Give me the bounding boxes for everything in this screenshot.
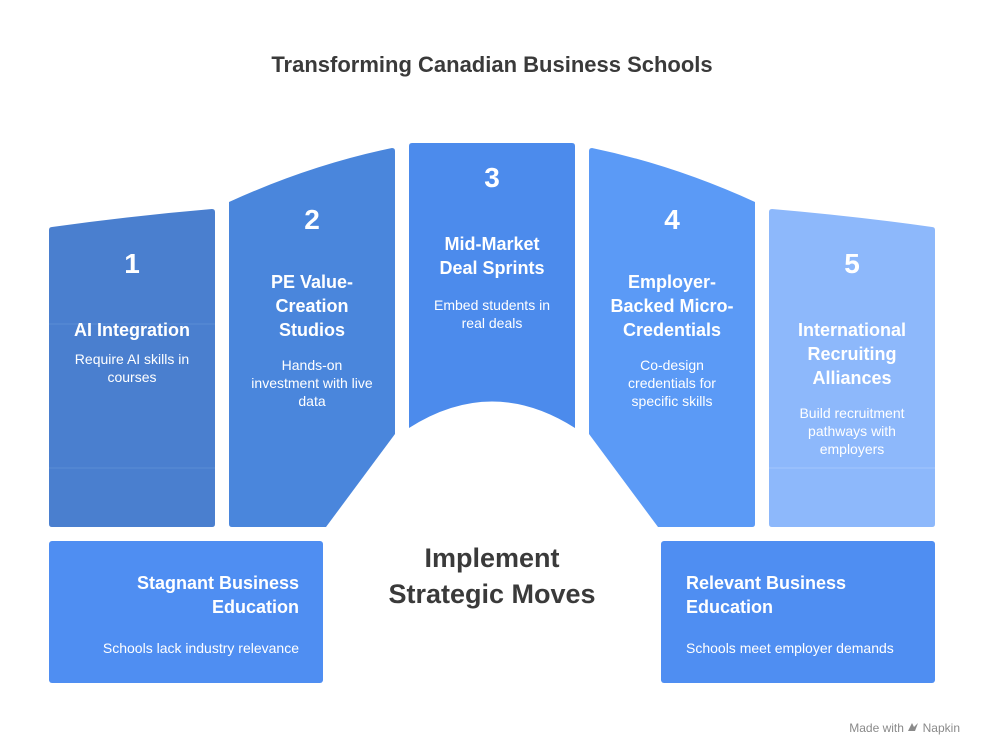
column-5: 5 International Recruiting Alliances Bui… [769,248,935,458]
column-4-heading-line-1: Employer- [627,272,717,292]
page-title: Transforming Canadian Business Schools [271,52,713,77]
right-box-heading-line-2: Education [686,597,774,617]
column-3-heading-line-2: Deal Sprints [439,258,545,278]
column-5-heading-line-1: International [797,320,906,340]
column-5-heading-line-3: Alliances [812,368,892,388]
column-3: 3 Mid-Market Deal Sprints Embed students… [409,162,575,332]
center-label-line-1: Implement [424,543,560,573]
footer-made-with: Made with [849,721,904,735]
column-5-heading-line-2: Recruiting [807,344,897,364]
right-outcome-box: Relevant Business Education Schools meet… [661,541,935,683]
column-3-description-line-1: Embed students in [434,297,550,313]
column-4-description-line-3: specific skills [631,393,713,409]
column-1-shape [49,209,215,527]
column-5-description-line-2: pathways with [808,423,896,439]
column-5-description-line-3: employers [819,441,885,457]
column-4-shape [589,148,755,527]
column-2-number: 2 [304,204,320,235]
column-4-heading-line-2: Backed Micro- [610,296,734,316]
column-1: 1 AI Integration Require AI skills in co… [49,248,215,386]
center-label-line-2: Strategic Moves [388,579,596,609]
column-4-description-line-2: credentials for [628,375,716,391]
footer-attribution: Made with Napkin [849,721,960,736]
column-3-number: 3 [484,162,500,193]
left-outcome-box: Stagnant Business Education Schools lack… [49,541,323,683]
column-2-shape [229,148,395,527]
column-1-description-line-1: Require AI skills in [74,351,190,367]
column-3-description-line-2: real deals [461,315,523,331]
column-2-description-line-1: Hands-on [281,357,343,373]
right-box-description: Schools meet employer demands [686,640,894,656]
right-box-heading-line-1: Relevant Business [686,573,847,593]
column-2: 2 PE Value- Creation Studios Hands-on in… [229,204,395,410]
left-box-heading-line-2: Education [211,597,299,617]
column-3-shape [409,143,575,428]
column-5-shape [769,209,935,527]
column-1-description-line-2: courses [107,369,157,385]
column-2-heading-line-2: Creation [275,296,349,316]
column-3-heading-line-1: Mid-Market [444,234,540,254]
column-2-heading-line-1: PE Value- [270,272,354,292]
column-4: 4 Employer- Backed Micro- Credentials Co… [589,204,755,410]
column-5-description-line-1: Build recruitment [799,405,905,421]
footer-brand: Napkin [922,721,960,735]
left-box-description: Schools lack industry relevance [102,640,299,656]
column-4-description-line-1: Co-design [640,357,704,373]
column-4-heading-line-3: Credentials [622,320,722,340]
column-4-number: 4 [664,204,680,235]
column-2-heading-line-3: Studios [279,320,345,340]
column-1-heading-line-1: AI Integration [74,320,190,340]
napkin-logo-icon [907,721,919,736]
center-label: Implement Strategic Moves [362,540,622,612]
left-box-heading-line-1: Stagnant Business [136,573,299,593]
column-2-description-line-2: investment with live [251,375,373,391]
column-5-number: 5 [844,248,860,279]
column-1-number: 1 [124,248,140,279]
column-2-description-line-3: data [298,393,326,409]
